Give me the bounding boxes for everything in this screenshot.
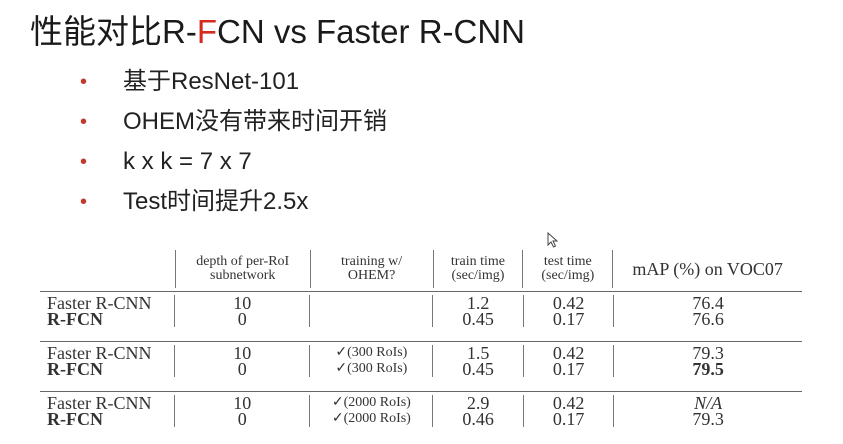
map-cell: 79.5 (613, 360, 802, 378)
table-row: Faster R-CNN 10 ✓(2000 RoIs) 2.9 0.42 N/… (40, 393, 802, 413)
test-time-cell: 0.42 (522, 344, 613, 362)
table-group: Faster R-CNN 10 ✓(2000 RoIs) 2.9 0.42 N/… (40, 391, 802, 429)
train-time-cell: 0.45 (432, 310, 522, 328)
method-cell: R-FCN (47, 309, 103, 329)
depth-cell: 0 (174, 310, 309, 328)
bullet-item: • k x k = 7 x 7 (80, 142, 387, 182)
bullet-text: Test时间提升2.5x (123, 188, 309, 215)
training-cell: ✓(300 RoIs) (309, 361, 432, 377)
comparison-table: depth of per-RoI subnetwork training w/ … (40, 250, 802, 429)
depth-cell: 10 (174, 394, 309, 412)
training-cell (309, 295, 432, 311)
table-row: R-FCN 0 ✓(300 RoIs) 0.45 0.17 79.5 (40, 359, 802, 379)
header-method (40, 250, 175, 288)
map-cell: 79.3 (613, 344, 802, 362)
header-test-time: test time (sec/img) (522, 250, 612, 288)
bullet-icon: • (80, 111, 88, 133)
map-cell: 79.3 (613, 410, 802, 428)
mouse-pointer-icon (547, 232, 559, 248)
test-time-cell: 0.17 (522, 410, 613, 428)
bullet-icon: • (80, 191, 88, 213)
header-train-time: train time (sec/img) (432, 250, 523, 288)
map-cell: 76.6 (613, 310, 802, 328)
method-cell: Faster R-CNN (47, 343, 152, 363)
bullet-text: OHEM没有带来时间开销 (123, 108, 387, 135)
train-time-cell: 2.9 (432, 394, 522, 412)
header-depth: depth of per-RoI subnetwork (174, 250, 310, 288)
depth-cell: 0 (174, 360, 309, 378)
depth-cell: 10 (174, 294, 309, 312)
train-time-cell: 1.5 (432, 344, 522, 362)
training-cell: ✓(300 RoIs) (309, 345, 432, 361)
train-time-cell: 0.46 (432, 410, 522, 428)
table-row: Faster R-CNN 10 1.2 0.42 76.4 (40, 293, 802, 313)
bullet-text: 基于ResNet-101 (123, 68, 300, 95)
test-time-cell: 0.42 (522, 294, 613, 312)
header-map: mAP (%) on VOC07 (612, 250, 802, 288)
table-group: Faster R-CNN 10 ✓(300 RoIs) 1.5 0.42 79.… (40, 341, 802, 379)
bullet-item: • 基于ResNet-101 (80, 62, 387, 102)
method-cell: R-FCN (47, 359, 103, 379)
table-group: Faster R-CNN 10 1.2 0.42 76.4 R-FCN 0 0.… (40, 291, 802, 329)
table-row: R-FCN 0 0.45 0.17 76.6 (40, 309, 802, 329)
method-cell: Faster R-CNN (47, 393, 152, 413)
training-cell: ✓(2000 RoIs) (309, 411, 432, 427)
table-row: R-FCN 0 ✓(2000 RoIs) 0.46 0.17 79.3 (40, 409, 802, 429)
training-cell: ✓(2000 RoIs) (309, 395, 432, 411)
bullet-item: • Test时间提升2.5x (80, 182, 387, 222)
bullet-text: k x k = 7 x 7 (123, 148, 252, 175)
depth-cell: 10 (174, 344, 309, 362)
header-training: training w/ OHEM? (309, 250, 433, 288)
train-time-cell: 0.45 (432, 360, 522, 378)
method-cell: Faster R-CNN (47, 293, 152, 313)
table-row: Faster R-CNN 10 ✓(300 RoIs) 1.5 0.42 79.… (40, 343, 802, 363)
method-cell: R-FCN (47, 409, 103, 429)
train-time-cell: 1.2 (432, 294, 522, 312)
depth-cell: 0 (174, 410, 309, 428)
bullet-item: • OHEM没有带来时间开销 (80, 102, 387, 142)
bullet-icon: • (80, 71, 88, 93)
bullet-icon: • (80, 151, 88, 173)
slide-title: 性能对比R-FCN vs Faster R-CNN (30, 10, 525, 54)
bullet-list: • 基于ResNet-101 • OHEM没有带来时间开销 • k x k = 7 x… (80, 62, 387, 222)
map-cell: 76.4 (613, 294, 802, 312)
test-time-cell: 0.17 (522, 360, 613, 378)
test-time-cell: 0.42 (522, 394, 613, 412)
training-cell (309, 311, 432, 327)
map-cell: N/A (613, 394, 802, 412)
title-suffix: CN vs Faster R-CNN (217, 13, 526, 50)
title-highlight: F (196, 13, 217, 50)
test-time-cell: 0.17 (522, 310, 613, 328)
table-header-row: depth of per-RoI subnetwork training w/ … (40, 250, 802, 288)
title-prefix: 性能对比R- (30, 13, 197, 50)
